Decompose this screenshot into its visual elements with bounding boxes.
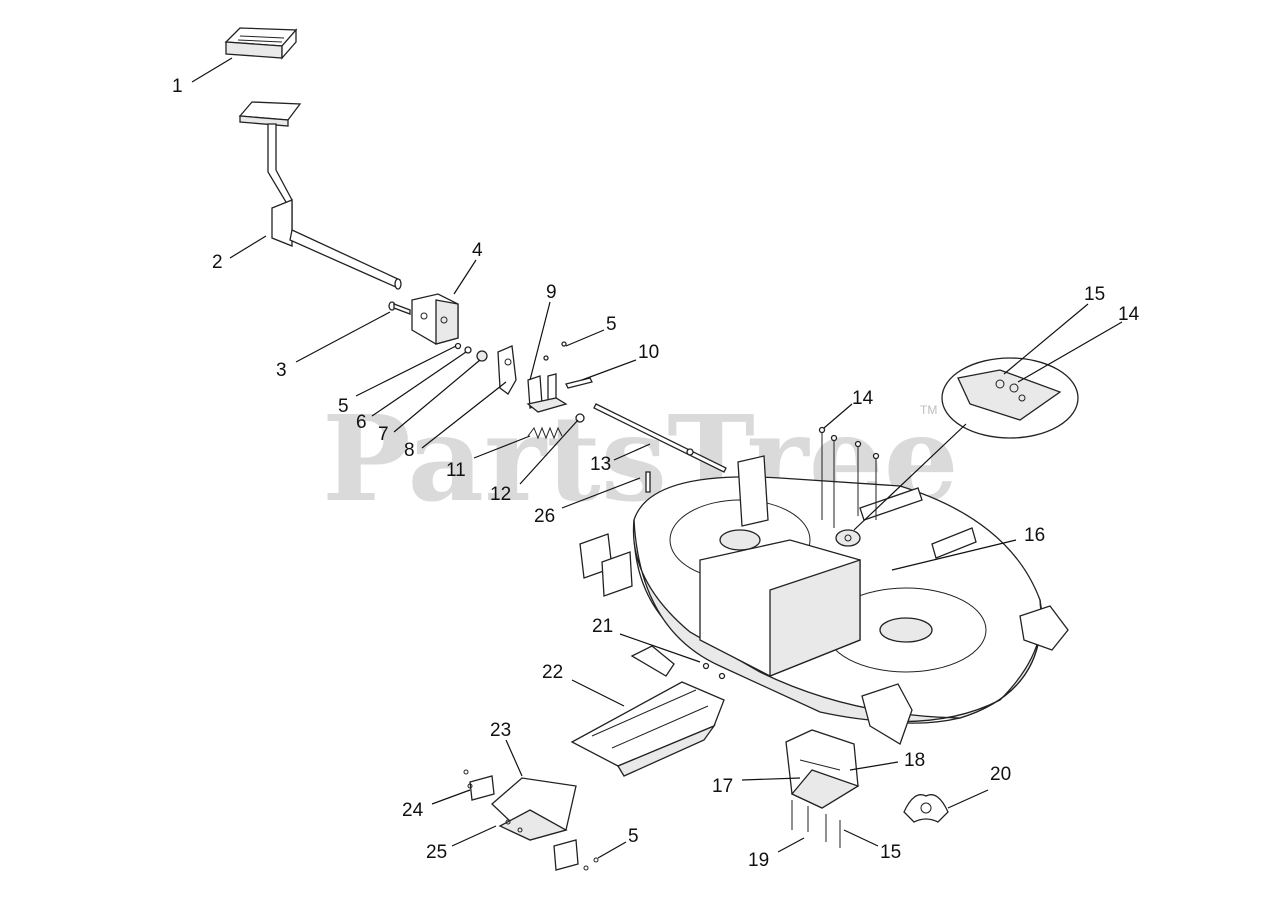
callout-14-a[interactable]: 14 — [852, 388, 874, 409]
callout-10[interactable]: 10 — [638, 342, 659, 363]
part-1-pedal-pad[interactable] — [224, 27, 298, 60]
callout-5-c[interactable]: 5 — [628, 826, 639, 847]
part-23-guard[interactable] — [491, 777, 577, 841]
part-2-pedal-arm[interactable] — [238, 101, 402, 290]
part-26-pin[interactable] — [645, 471, 651, 493]
callout-8[interactable]: 8 — [404, 440, 415, 461]
watermark-trademark: TM — [920, 403, 937, 417]
callout-12[interactable]: 12 — [490, 484, 511, 505]
callout-25[interactable]: 25 — [426, 842, 447, 863]
callout-5-a[interactable]: 5 — [338, 396, 349, 417]
detail-inset — [853, 357, 1079, 531]
part-9-bracket[interactable] — [526, 373, 568, 413]
part-8-lever[interactable] — [497, 345, 517, 395]
part-11-spring[interactable] — [527, 426, 563, 440]
callout-15-a[interactable]: 15 — [1084, 284, 1105, 305]
callout-26[interactable]: 26 — [534, 506, 555, 527]
callout-11[interactable]: 11 — [446, 460, 466, 481]
callout-1[interactable]: 1 — [172, 76, 183, 97]
callout-13[interactable]: 13 — [590, 454, 611, 475]
callout-16[interactable]: 16 — [1024, 525, 1045, 546]
callout-20[interactable]: 20 — [990, 764, 1011, 785]
part-25-hardware[interactable] — [505, 819, 599, 871]
leader-lines — [191, 57, 1123, 859]
part-22-chute[interactable] — [570, 681, 725, 777]
callout-7[interactable]: 7 — [378, 424, 389, 445]
callout-4[interactable]: 4 — [472, 240, 483, 261]
part-4-bracket[interactable] — [411, 293, 459, 345]
callout-18[interactable]: 18 — [904, 750, 925, 771]
callout-23[interactable]: 23 — [490, 720, 511, 741]
callout-19[interactable]: 19 — [748, 850, 769, 871]
part-19-15-bolts[interactable] — [791, 800, 841, 848]
mower-deck[interactable] — [579, 455, 1069, 745]
part-17-18-bracket[interactable] — [785, 729, 860, 809]
callout-3[interactable]: 3 — [276, 360, 287, 381]
part-13-rod[interactable] — [593, 403, 727, 473]
callout-15-b[interactable]: 15 — [880, 842, 901, 863]
part-5-6-7-hardware[interactable] — [454, 342, 488, 362]
callout-22[interactable]: 22 — [542, 662, 563, 683]
callout-17[interactable]: 17 — [712, 776, 733, 797]
part-21-deflector[interactable] — [630, 645, 726, 680]
callout-6[interactable]: 6 — [356, 412, 367, 433]
callout-14-b[interactable]: 14 — [1118, 304, 1140, 325]
callout-2[interactable]: 2 — [212, 252, 223, 273]
deck-bolts — [818, 426, 880, 528]
part-3-bolt[interactable] — [388, 301, 411, 315]
callout-21[interactable]: 21 — [592, 616, 613, 637]
callout-labels: 1 2 3 4 5 5 5 6 7 8 9 10 11 12 13 14 14 … — [172, 76, 1140, 871]
callout-9[interactable]: 9 — [546, 282, 557, 303]
part-24-plate[interactable] — [463, 769, 495, 801]
callout-24[interactable]: 24 — [402, 800, 424, 821]
callout-5-b[interactable]: 5 — [606, 314, 617, 335]
part-20-pulley[interactable] — [903, 794, 949, 823]
